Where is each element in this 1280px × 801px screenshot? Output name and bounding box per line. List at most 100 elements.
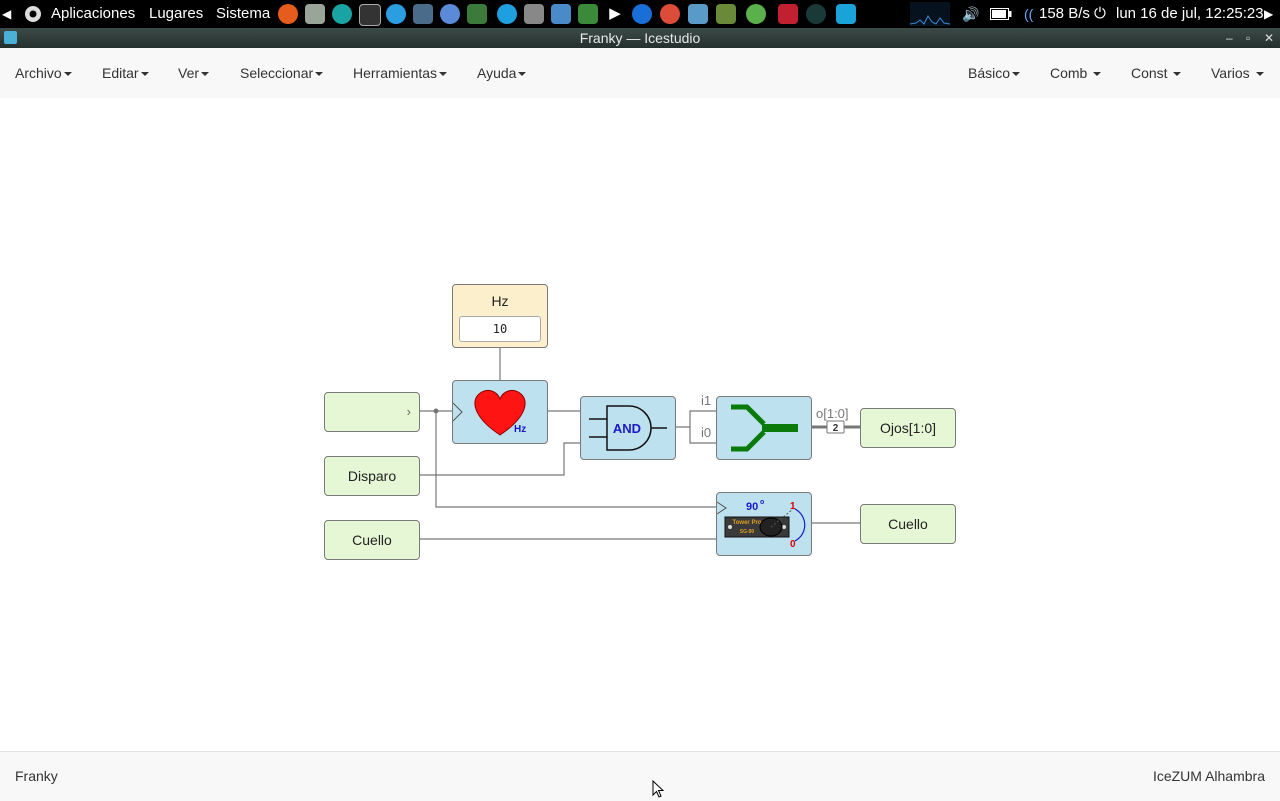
join-port-i0-label: i0 <box>701 425 712 440</box>
menu-ver-label: Ver <box>178 65 200 81</box>
bus-join-block[interactable] <box>716 396 812 460</box>
chevron-down-icon <box>201 72 210 77</box>
coder-icon[interactable] <box>836 4 856 24</box>
maximize-icon[interactable]: ▫ <box>1246 31 1251 45</box>
constant-block[interactable]: Hz 10 <box>452 284 548 348</box>
system-taskbar: ◀ Aplicaciones Lugares Sistema ▶ 🔊 (( 15… <box>0 0 1280 28</box>
wire-and-i1[interactable] <box>676 410 716 428</box>
menu-archivo[interactable]: Archivo <box>15 48 72 98</box>
input-disparo-label: Disparo <box>347 468 397 484</box>
power-icon[interactable]: ⏻ <box>1094 5 1106 22</box>
servo-low-label: 0 <box>790 539 796 550</box>
menu-seleccionar[interactable]: Seleccionar <box>240 48 324 98</box>
editor-icon[interactable] <box>467 4 487 24</box>
chevron-down-icon <box>1012 72 1021 77</box>
chevron-down-icon <box>140 72 149 77</box>
join-lower-icon <box>731 430 766 452</box>
status-footer: Franky IceZUM Alhambra <box>0 751 1280 801</box>
arduino-icon[interactable] <box>332 4 352 24</box>
net-speed: 158 B/s <box>1039 5 1090 22</box>
scroll-left-icon[interactable]: ◀ <box>2 7 12 21</box>
wifi-icon[interactable]: (( <box>1024 6 1034 22</box>
firefox-icon[interactable] <box>278 4 298 24</box>
bus-width-label: 2 <box>833 423 839 434</box>
settings-tool-icon[interactable] <box>778 4 798 24</box>
chip-icon[interactable] <box>716 4 736 24</box>
kicad-icon[interactable] <box>806 4 826 24</box>
minimize-icon[interactable]: – <box>1226 31 1233 45</box>
menu-sistema[interactable]: Sistema <box>216 5 271 22</box>
close-icon[interactable]: ✕ <box>1264 31 1275 45</box>
menu-ayuda[interactable]: Ayuda <box>477 48 527 98</box>
calculator-icon[interactable] <box>524 4 544 24</box>
output-ojos-label: Ojos[1:0] <box>879 420 937 436</box>
menu-const-label: Const <box>1131 65 1168 81</box>
menu-basico[interactable]: Básico <box>968 48 1021 98</box>
wire-and-i0[interactable] <box>689 427 716 444</box>
menu-aplicaciones[interactable]: Aplicaciones <box>51 5 136 22</box>
heartbeat-block[interactable]: Hz <box>452 380 548 444</box>
app-icon[interactable] <box>4 31 17 44</box>
menu-const[interactable]: Const <box>1131 48 1182 98</box>
board-selector[interactable]: IceZUM Alhambra <box>1152 768 1265 784</box>
menu-seleccionar-label: Seleccionar <box>240 65 314 81</box>
teamviewer-icon[interactable] <box>632 4 652 24</box>
chrome-icon[interactable] <box>660 4 680 24</box>
clock-input-chevron-icon: › <box>406 404 411 419</box>
menu-ver[interactable]: Ver <box>178 48 210 98</box>
output-ojos-block[interactable]: Ojos[1:0] <box>860 408 956 448</box>
join-upper-icon <box>731 404 766 426</box>
servo-high-label: 1 <box>790 501 796 512</box>
circuit-canvas[interactable]: 2 Hz 10 › Disparo Cuello Hz AND <box>0 98 1280 751</box>
terminal-icon[interactable] <box>359 4 381 26</box>
scroll-right-icon[interactable]: ▶ <box>1264 7 1274 21</box>
distro-logo-icon[interactable] <box>24 0 42 28</box>
map-icon[interactable] <box>688 4 708 24</box>
and-gate-icon <box>606 405 652 451</box>
virtualbox-icon[interactable] <box>551 4 571 24</box>
wire-junction <box>433 408 439 414</box>
input-cuello-block[interactable]: Cuello <box>324 520 420 560</box>
chevron-down-icon <box>1173 72 1182 77</box>
mouse-cursor-icon <box>652 780 665 798</box>
file-manager-icon[interactable] <box>305 4 325 24</box>
menu-editar-label: Editar <box>102 65 139 81</box>
heart-icon <box>474 389 526 436</box>
app-menubar: Archivo Editar Ver Seleccionar Herramien… <box>0 48 1280 99</box>
and-gate-block[interactable]: AND <box>580 396 676 460</box>
input-clock-block[interactable]: › <box>324 392 420 432</box>
volume-icon[interactable]: 🔊 <box>962 6 980 22</box>
menu-comb[interactable]: Comb <box>1050 48 1102 98</box>
window-title: Franky — Icestudio <box>579 30 701 46</box>
constant-label: Hz <box>491 293 509 309</box>
monitor-icon[interactable] <box>413 4 433 24</box>
chevron-down-icon <box>518 72 527 77</box>
menu-varios[interactable]: Varios <box>1211 48 1264 98</box>
wire-disparo-and[interactable] <box>420 442 580 476</box>
wire-clk-servo[interactable] <box>435 411 716 508</box>
skype-icon[interactable] <box>497 4 517 24</box>
menu-herramientas[interactable]: Herramientas <box>353 48 448 98</box>
battery-icon[interactable] <box>990 0 1012 28</box>
servo-model-label: SG-90 <box>740 529 755 535</box>
telegram-icon[interactable] <box>386 4 406 24</box>
servo-block[interactable]: 90 o Tower Pro SG-90 1 0 <box>716 492 812 556</box>
menu-herramientas-label: Herramientas <box>353 65 438 81</box>
menu-editar[interactable]: Editar <box>102 48 149 98</box>
and-gate-label: AND <box>613 421 641 436</box>
network-tool-icon[interactable] <box>746 4 766 24</box>
constant-value-field[interactable]: 10 <box>459 316 541 342</box>
media-player-icon[interactable]: ▶ <box>605 4 625 24</box>
wires-layer: 2 <box>420 347 860 540</box>
output-cuello-block[interactable]: Cuello <box>860 504 956 544</box>
output-cuello-label: Cuello <box>888 516 928 532</box>
servo-clock-port-icon <box>717 501 727 515</box>
chromium-icon[interactable] <box>440 4 460 24</box>
clock[interactable]: lun 16 de jul, 12:25:23 <box>1116 5 1264 22</box>
chevron-down-icon <box>1093 72 1102 77</box>
menu-varios-label: Varios <box>1211 65 1250 81</box>
spreadsheet-icon[interactable] <box>578 4 598 24</box>
chevron-down-icon <box>1255 72 1264 77</box>
input-disparo-block[interactable]: Disparo <box>324 456 420 496</box>
menu-lugares[interactable]: Lugares <box>149 5 204 22</box>
